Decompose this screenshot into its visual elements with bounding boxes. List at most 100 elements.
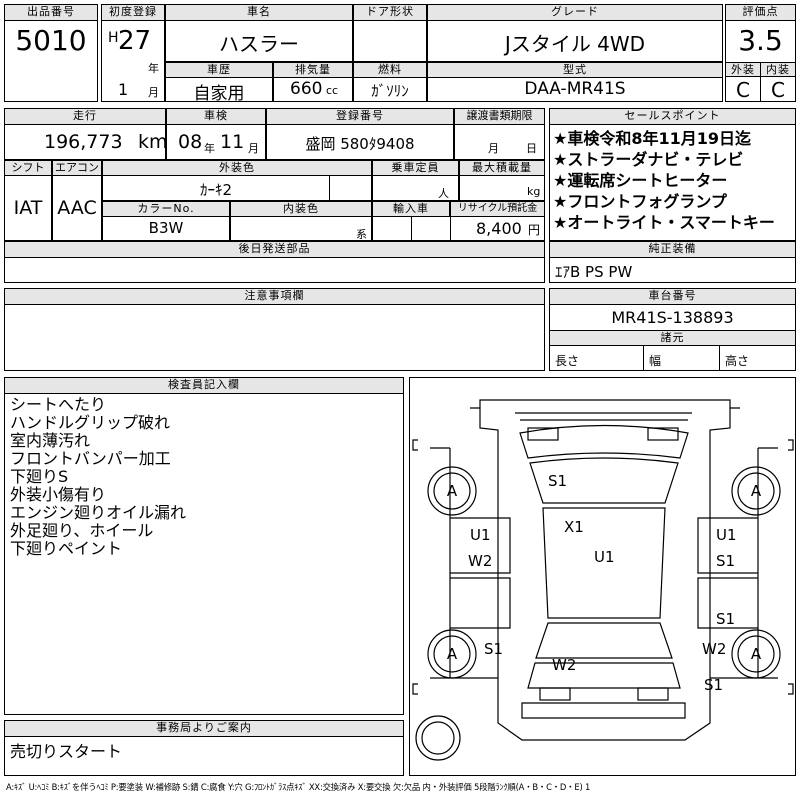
disp-label: 排気量 bbox=[273, 62, 353, 78]
inspect-year-unit: 年 bbox=[204, 142, 215, 155]
reg-year-unit: 年 bbox=[148, 62, 159, 75]
mileage-value: 196,773 bbox=[44, 131, 123, 153]
mileage-label: 走行 bbox=[4, 108, 166, 125]
disp-value: 660 bbox=[290, 79, 323, 99]
later-cell bbox=[4, 257, 545, 283]
ac-label: エアコン bbox=[52, 160, 102, 176]
intcolor-unit: 系 bbox=[356, 228, 367, 241]
plate-value: 盛岡 580ﾀ9408 bbox=[305, 135, 415, 153]
fuel-label: 燃料 bbox=[353, 62, 427, 78]
color-cell bbox=[102, 175, 330, 201]
inspect-month: 11 bbox=[220, 131, 245, 153]
inspector-item: 外足廻り、ホイール bbox=[10, 521, 154, 540]
plate-cell bbox=[266, 124, 454, 160]
notes-label: 注意事項欄 bbox=[4, 288, 545, 305]
wheel-mark: A bbox=[446, 482, 458, 500]
equipment-label: 純正装備 bbox=[549, 241, 796, 258]
chassis-label: 車台番号 bbox=[549, 288, 796, 305]
dims-width-label: 幅 bbox=[649, 354, 662, 368]
plate-label: 登録番号 bbox=[266, 108, 454, 125]
damage-mark: X1 bbox=[564, 518, 584, 536]
car-diagram: S1 X1 U1 U1 W2 U1 S1 S1 S1 W2 W2 S1 A A … bbox=[409, 377, 796, 776]
shift-cell bbox=[4, 175, 52, 241]
transfer-month: 月 bbox=[488, 142, 499, 155]
inspector-item: 下廻りペイント bbox=[10, 539, 123, 558]
car-name: ハスラー bbox=[219, 32, 299, 56]
load-label: 最大積載量 bbox=[459, 160, 545, 176]
notes-box bbox=[4, 304, 545, 371]
mileage-unit: km bbox=[138, 131, 168, 153]
ext-cell bbox=[725, 76, 761, 102]
ext-label: 外装 bbox=[725, 62, 761, 77]
lot-label: 出品番号 bbox=[4, 4, 98, 21]
later-label: 後日発送部品 bbox=[4, 241, 545, 258]
ac-cell bbox=[52, 175, 102, 241]
recycle-value: 8,400 bbox=[476, 219, 522, 238]
reg-month-unit: 月 bbox=[148, 86, 159, 99]
wheel-rear-left bbox=[427, 629, 477, 679]
score-value: 3.5 bbox=[738, 24, 783, 57]
wheel-mark: A bbox=[446, 645, 458, 663]
equipment-cell bbox=[549, 257, 796, 283]
load-cell bbox=[459, 175, 545, 201]
capacity-label: 乗車定員 bbox=[372, 160, 459, 176]
damage-mark: S1 bbox=[716, 610, 736, 628]
mileage-cell bbox=[4, 124, 166, 160]
damage-mark: S1 bbox=[704, 676, 724, 694]
transfer-cell bbox=[454, 124, 545, 160]
inspector-item: 室内薄汚れ bbox=[10, 431, 91, 450]
int-cell bbox=[760, 76, 796, 102]
capacity-cell bbox=[372, 175, 459, 201]
damage-mark: U1 bbox=[716, 526, 737, 544]
damage-mark: U1 bbox=[594, 548, 615, 566]
grade-label: グレード bbox=[427, 4, 723, 21]
score-label: 評価点 bbox=[725, 4, 796, 21]
import-cell-1 bbox=[372, 216, 412, 241]
inspect-year: 08 bbox=[178, 131, 203, 153]
car-diagram-svg bbox=[412, 399, 794, 761]
color-extra-cell bbox=[329, 175, 372, 201]
lot-number: 5010 bbox=[15, 24, 87, 57]
int-grade: C bbox=[771, 78, 785, 102]
model-cell bbox=[427, 77, 723, 102]
dims-width-cell bbox=[643, 345, 720, 371]
inspect-cell bbox=[166, 124, 266, 160]
color-value: ｶｰｷ2 bbox=[199, 181, 233, 199]
fuel-cell bbox=[353, 77, 427, 102]
sales-box bbox=[549, 124, 796, 241]
inspect-month-unit: 月 bbox=[248, 142, 259, 155]
equipment-value: ｴｱB PS PW bbox=[555, 263, 633, 281]
office-value: 売切りスタート bbox=[10, 742, 123, 761]
sales-item: ★運転席シートヒーター bbox=[553, 171, 728, 190]
dims-height-label: 高さ bbox=[725, 354, 750, 368]
sales-label: セールスポイント bbox=[549, 108, 796, 125]
damage-mark: S1 bbox=[484, 640, 504, 658]
recycle-cell bbox=[450, 216, 545, 241]
sales-item: ★ストラーダナビ・テレビ bbox=[553, 150, 744, 169]
inspect-label: 車検 bbox=[166, 108, 266, 125]
reg-month: 1 bbox=[118, 80, 129, 99]
colorno-label: カラーNo. bbox=[102, 201, 230, 217]
inspector-label: 検査員記入欄 bbox=[4, 377, 404, 394]
colorno-value: B3W bbox=[148, 219, 184, 237]
wheel-rear-right bbox=[731, 629, 781, 679]
dims-label: 諸元 bbox=[549, 330, 796, 346]
recycle-unit: 円 bbox=[528, 223, 541, 237]
inspector-item: 下廻りS bbox=[10, 467, 69, 486]
fuel-value: ｶﾞｿﾘﾝ bbox=[371, 82, 409, 100]
dims-length-label: 長さ bbox=[555, 354, 580, 368]
inspector-item: 外装小傷有り bbox=[10, 485, 107, 504]
model-label: 型式 bbox=[427, 62, 723, 78]
inspector-item: シートへたり bbox=[10, 395, 107, 414]
int-label: 内装 bbox=[760, 62, 796, 77]
legend: A:ｷｽﾞ U:ﾍｺﾐ B:ｷｽﾞを伴うﾍｺﾐ P:要塗装 W:補修跡 S:錆 … bbox=[6, 782, 591, 792]
ac-value: AAC bbox=[57, 197, 97, 219]
model-value: DAA-MR41S bbox=[524, 79, 626, 99]
sales-item: ★オートライト・スマートキー bbox=[553, 213, 775, 232]
wheel-front-right bbox=[731, 466, 781, 516]
reg-era: H bbox=[108, 30, 119, 46]
history-label: 車歴 bbox=[165, 62, 273, 78]
transfer-day: 日 bbox=[526, 142, 537, 155]
colorno-cell bbox=[102, 216, 230, 241]
recycle-label: リサイクル預託金 bbox=[450, 201, 545, 217]
